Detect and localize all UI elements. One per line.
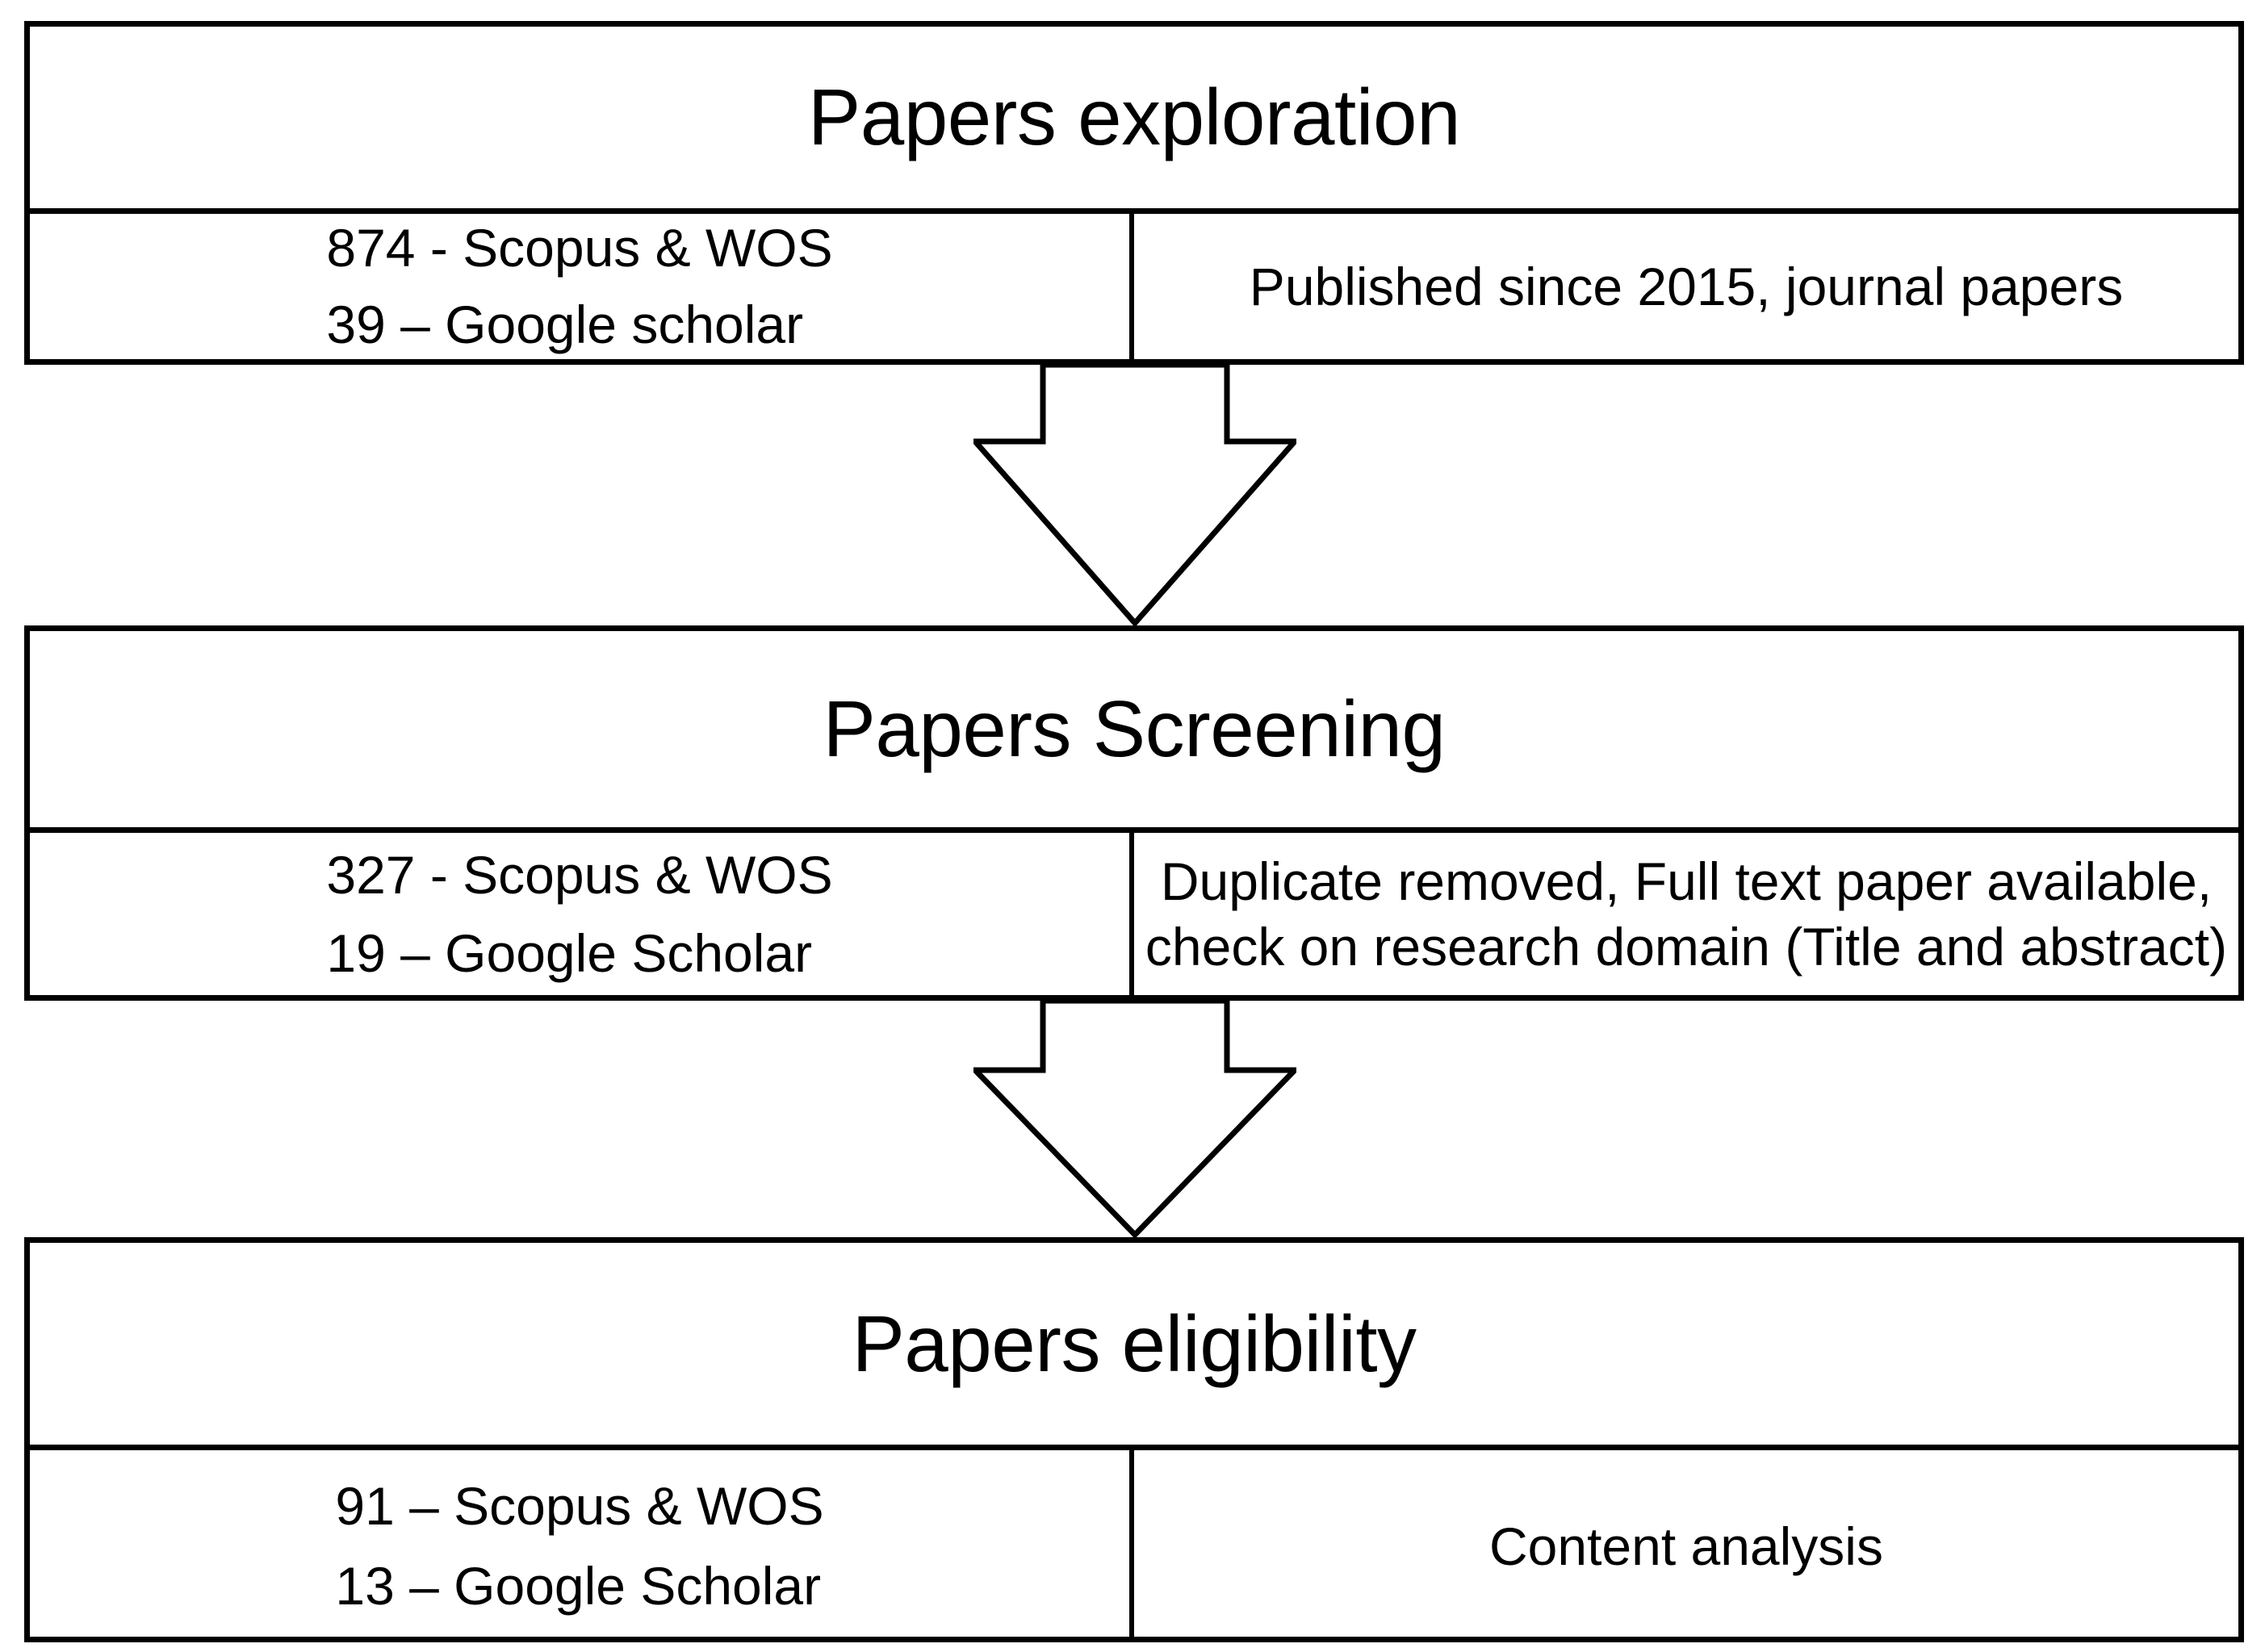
stage-title-exploration: Papers exploration — [807, 73, 1461, 162]
count-line-google-scholar: 13 – Google Scholar — [335, 1556, 822, 1616]
stage-body-exploration: 874 - Scopus & WOS 39 – Google scholar P… — [30, 208, 2238, 359]
down-block-arrow-icon — [973, 365, 1296, 625]
criteria-line-2: check on research domain (Title and abst… — [1145, 916, 2228, 977]
criteria-line-1: Content analysis — [1489, 1516, 1883, 1576]
stage-criteria-cell-exploration: Published since 2015, journal papers — [1134, 214, 2238, 359]
counts-list-screening: 327 - Scopus & WOS 19 – Google Scholar — [326, 843, 832, 985]
stage-title-screening: Papers Screening — [823, 684, 1446, 774]
counts-list-eligibility: 91 – Scopus & WOS 13 – Google Scholar — [335, 1474, 823, 1618]
count-line-scopus-wos: 91 – Scopus & WOS — [335, 1476, 824, 1537]
stage-body-screening: 327 - Scopus & WOS 19 – Google Scholar D… — [30, 827, 2238, 995]
down-block-arrow-icon — [973, 1001, 1296, 1237]
stage-counts-cell-eligibility: 91 – Scopus & WOS 13 – Google Scholar — [30, 1450, 1134, 1642]
stage-body-eligibility: 91 – Scopus & WOS 13 – Google Scholar Co… — [30, 1445, 2238, 1642]
stage-criteria-cell-screening: Duplicate removed, Full text paper avail… — [1134, 833, 2238, 995]
stage-title-eligibility: Papers eligibility — [852, 1299, 1417, 1388]
stage-box-exploration: Papers exploration 874 - Scopus & WOS 39… — [24, 21, 2244, 365]
stage-counts-cell-exploration: 874 - Scopus & WOS 39 – Google scholar — [30, 214, 1134, 359]
stage-criteria-cell-eligibility: Content analysis — [1134, 1450, 2238, 1642]
stage-counts-cell-screening: 327 - Scopus & WOS 19 – Google Scholar — [30, 833, 1134, 995]
criteria-line-1: Published since 2015, journal papers — [1249, 256, 2124, 316]
count-line-google-scholar: 19 – Google Scholar — [326, 922, 813, 983]
count-line-scopus-wos: 874 - Scopus & WOS — [326, 218, 833, 278]
criteria-line-1: Duplicate removed, Full text paper avail… — [1160, 851, 2213, 911]
count-line-scopus-wos: 327 - Scopus & WOS — [326, 844, 833, 905]
stage-box-eligibility: Papers eligibility 91 – Scopus & WOS 13 … — [24, 1237, 2244, 1642]
counts-list-exploration: 874 - Scopus & WOS 39 – Google scholar — [326, 215, 832, 357]
count-line-google-scholar: 39 – Google scholar — [326, 295, 804, 354]
stage-box-screening: Papers Screening 327 - Scopus & WOS 19 –… — [24, 625, 2244, 1001]
